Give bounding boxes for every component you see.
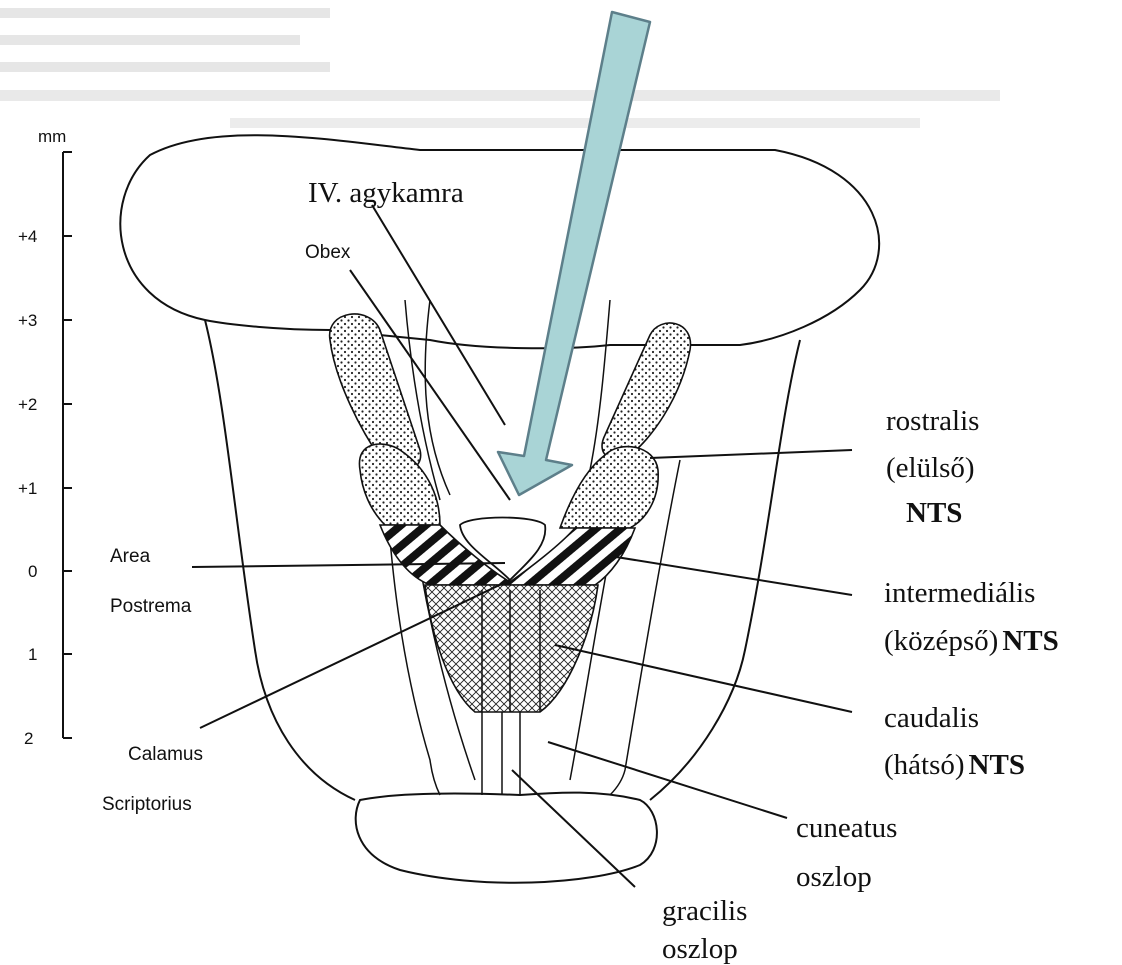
label-intermediate-1: intermediális [884, 577, 1035, 609]
label-intermediate-2: (középső) [884, 625, 998, 657]
scale-tick-1: 1 [28, 645, 37, 664]
label-rostral-2: (elülső) [886, 452, 975, 484]
label-caudal-2: (hátsó) [884, 749, 965, 781]
scale-unit: mm [38, 127, 66, 146]
label-gracilis-2: oszlop [662, 933, 738, 965]
label-caudal-3: NTS [969, 749, 1025, 781]
label-calamus-1: Calamus [128, 744, 203, 765]
label-obex: Obex [305, 242, 351, 263]
top-lobe [120, 135, 879, 348]
label-area-postrema-1: Area [110, 546, 151, 567]
label-area-postrema-2: Postrema [110, 596, 192, 617]
label-intermediate-3: NTS [1002, 625, 1058, 657]
label-rostral-1: rostralis [886, 405, 979, 437]
scale-tick-plus3: +3 [18, 311, 37, 330]
scale-tick-plus1: +1 [18, 479, 37, 498]
label-gracilis-1: gracilis [662, 895, 747, 927]
medulla-outer-right [650, 340, 800, 800]
scale-tick-plus2: +2 [18, 395, 37, 414]
scale-tick-plus4: +4 [18, 227, 37, 246]
label-caudal-2-line: (hátsó) NTS [884, 749, 1025, 781]
medulla-outer [205, 320, 355, 800]
label-rostral-3: NTS [906, 497, 962, 529]
brainstem-outline [120, 135, 879, 883]
nts-regions [330, 314, 691, 712]
label-calamus-2: Scriptorius [102, 794, 192, 815]
rostral-nts-left-lower [359, 444, 440, 525]
scale-tick-2: 2 [24, 729, 33, 748]
label-cuneatus-1: cuneatus [796, 812, 897, 844]
scan-noise [0, 8, 1000, 128]
label-cuneatus-2: oszlop [796, 861, 872, 893]
bottom-oval [356, 793, 657, 883]
label-ventricle: IV. agykamra [308, 177, 464, 209]
mm-scale: mm +4 +3 +2 +1 0 1 2 [18, 127, 72, 748]
rostral-nts-right [602, 323, 690, 459]
label-intermediate-2-line: (középső) NTS [884, 625, 1059, 657]
label-caudal-1: caudalis [884, 702, 979, 734]
rostral-nts-right-lower [560, 447, 658, 528]
scale-tick-0: 0 [28, 562, 37, 581]
